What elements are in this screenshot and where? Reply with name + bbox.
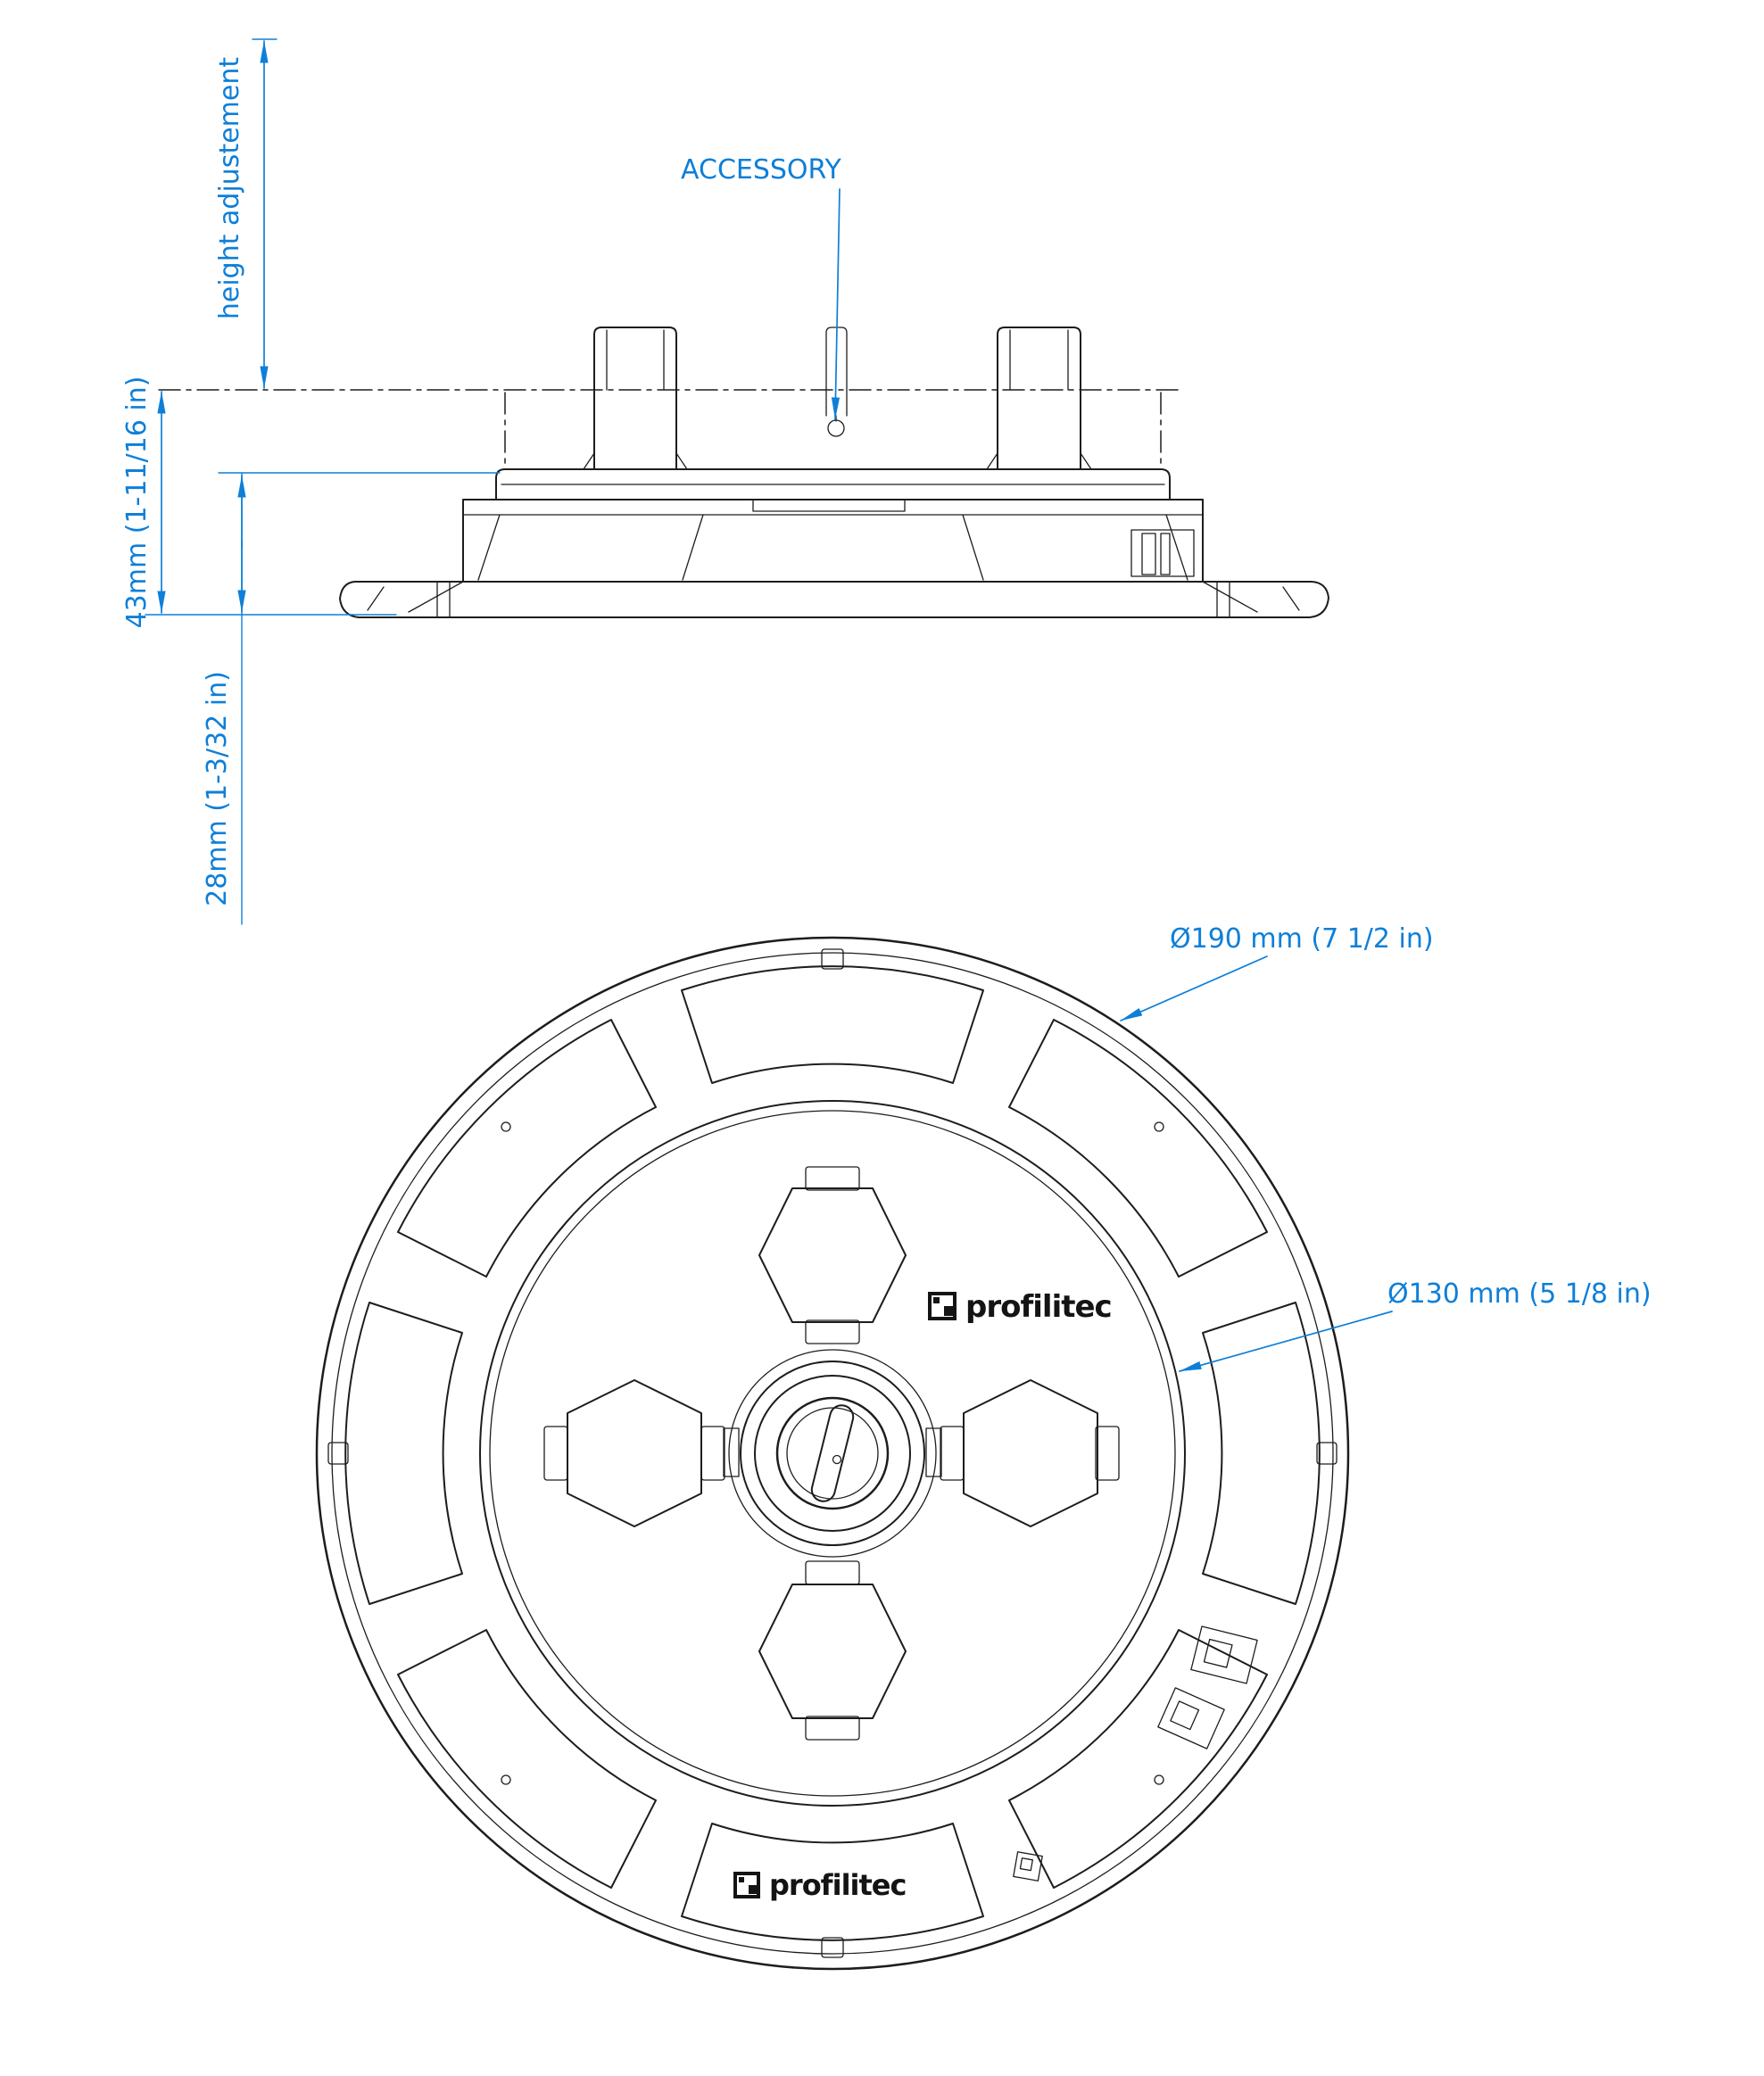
segment-pad-nw [397, 1019, 657, 1278]
profilitec-logo-text: profilitec [769, 1868, 906, 1902]
side-clip-detail [1130, 529, 1195, 577]
pedestal-body-profile [462, 499, 1204, 583]
profilitec-logo-top: profilitec [928, 1289, 1113, 1325]
profilitec-logo-bottom: profilitec [733, 1868, 907, 1902]
pad-south [758, 1584, 907, 1719]
outer-diameter-label: Ø190 mm (7 1/2 in) [1170, 923, 1434, 955]
spacer-tab-right [986, 327, 1092, 470]
pad-north [758, 1187, 907, 1323]
dim-28mm-label: 28mm (1-3/32 in) [202, 671, 233, 906]
rim-tick-marks [327, 948, 1337, 1958]
rim-segment-pads [344, 965, 1321, 1941]
hub-center-dot [832, 1454, 842, 1465]
inner-diameter-label: Ø130 mm (5 1/8 in) [1387, 1278, 1652, 1310]
segment-pad-e [1202, 1302, 1321, 1605]
profilitec-logo-icon [928, 1292, 957, 1320]
segment-pad-n [681, 965, 984, 1084]
segment-pad-se [1008, 1629, 1268, 1889]
top-plate-profile [495, 468, 1171, 500]
pad-west [567, 1379, 702, 1527]
center-hub [723, 1349, 942, 1558]
fastening-clips [1013, 1625, 1258, 1882]
side-view [158, 327, 1329, 618]
pad-east [963, 1379, 1098, 1527]
top-plate-inner-line [489, 1110, 1176, 1797]
outer-rim-circle [315, 936, 1350, 1971]
segment-pad-s [681, 1823, 984, 1941]
segment-pad-sw [397, 1629, 657, 1889]
profilitec-logo-text: profilitec [965, 1289, 1112, 1325]
accessory-leader [831, 188, 841, 420]
segment-pad-w [344, 1302, 463, 1605]
spacer-tab-left [583, 327, 688, 470]
screw-slot [810, 1404, 855, 1502]
base-plate-profile [339, 581, 1329, 618]
outer-rim-inner-line [331, 952, 1334, 1955]
top-plate-circle [479, 1100, 1186, 1807]
plan-view: profilitec profilitec [315, 936, 1350, 1971]
support-pads [543, 1166, 1120, 1741]
segment-pad-ne [1008, 1019, 1268, 1278]
outer-diameter-leader [1120, 955, 1268, 1021]
dim-43mm-label: 43mm (1-11/16 in) [121, 376, 153, 629]
profilitec-logo-icon [733, 1872, 760, 1898]
height-adjustment-label: height adjustement [214, 57, 245, 319]
inner-diameter-leader [1179, 1311, 1393, 1372]
accessory-label: ACCESSORY [681, 154, 841, 186]
pad-slots [543, 1166, 1120, 1741]
dimension-annotations: height adjustement 43mm (1-11/16 in) 28m… [121, 38, 1652, 1372]
